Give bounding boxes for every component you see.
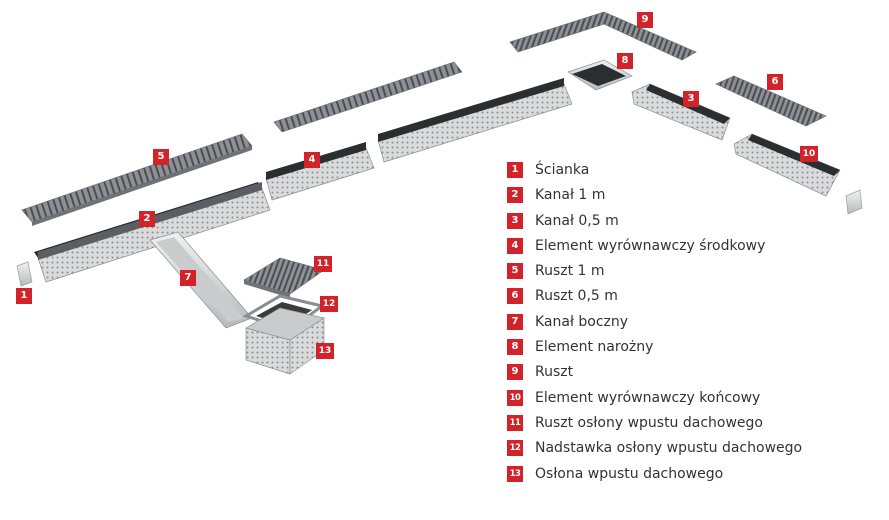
legend-text: Ruszt 1 m [535,263,605,280]
legend-number: 12 [507,440,523,457]
callout-11: 11 [314,256,332,272]
legend-number: 3 [507,212,523,229]
legend-number: 8 [507,339,523,356]
callout-7: 7 [180,270,196,286]
grate-0-5m [715,75,827,127]
callout-3: 3 [683,91,699,107]
legend-number: 13 [507,465,523,482]
legend-number: 11 [507,414,523,431]
legend-item: 2 Kanał 1 m [507,185,802,210]
legend-item: 11 Ruszt osłony wpustu dachowego [507,413,802,438]
legend-number: 10 [507,389,523,406]
legend-item: 9 Ruszt [507,362,802,387]
legend-item: 1 Ścianka [507,160,802,185]
channel-0-5m [631,83,731,141]
legend-number: 6 [507,288,523,305]
callout-13: 13 [316,343,334,359]
legend-item: 5 Ruszt 1 m [507,261,802,286]
corner-element [567,59,633,91]
legend-text: Ruszt osłony wpustu dachowego [535,414,763,431]
legend-text: Ścianka [535,162,590,178]
legend-item: 3 Kanał 0,5 m [507,211,802,236]
callout-5: 5 [153,149,169,165]
roof-drain-cover [245,307,325,375]
legend-number: 5 [507,263,523,280]
legend-number: 9 [507,364,523,381]
legend-text: Osłona wpustu dachowego [535,465,724,482]
wall-end-piece-right [845,189,863,215]
legend-text: Ruszt 0,5 m [535,288,618,305]
legend-item: 10 Element wyrównawczy końcowy [507,388,802,413]
corner-grate [509,11,697,61]
legend-text: Element wyrównawczy środkowy [535,237,766,254]
legend-number: 4 [507,237,523,254]
callout-2: 2 [139,211,155,227]
grate-center [273,61,463,133]
wall-end-piece [16,261,33,287]
legend-text: Nadstawka osłony wpustu dachowego [535,440,803,457]
callout-1: 1 [16,288,32,304]
legend-number: 1 [507,162,523,178]
legend-item: 4 Element wyrównawczy środkowy [507,236,802,261]
legend-text: Kanał boczny [535,313,629,330]
legend-text: Element narożny [535,339,654,356]
callout-12: 12 [320,296,338,312]
legend-number: 7 [507,313,523,330]
legend-text: Kanał 0,5 m [535,212,619,229]
callout-6: 6 [767,74,783,90]
callout-10: 10 [800,146,818,162]
legend-text: Kanał 1 m [535,187,606,204]
legend-text: Ruszt [535,364,574,381]
legend-number: 2 [507,187,523,204]
end-compensating-element [733,133,841,197]
legend-item: 6 Ruszt 0,5 m [507,286,802,311]
channel-center [377,78,573,163]
side-channel [149,231,253,329]
legend-item: 12 Nadstawka osłony wpustu dachowego [507,438,802,463]
legend-text: Element wyrównawczy końcowy [535,389,761,406]
callout-9: 9 [637,12,653,28]
legend-item: 8 Element narożny [507,337,802,362]
legend: 1 Ścianka 2 Kanał 1 m 3 Kanał 0,5 m 4 El… [507,160,802,489]
roof-drain-grate [243,257,325,298]
middle-compensating-element [265,142,375,201]
callout-4: 4 [304,152,320,168]
legend-item: 13 Osłona wpustu dachowego [507,464,802,489]
callout-8: 8 [617,53,633,69]
legend-item: 7 Kanał boczny [507,312,802,337]
